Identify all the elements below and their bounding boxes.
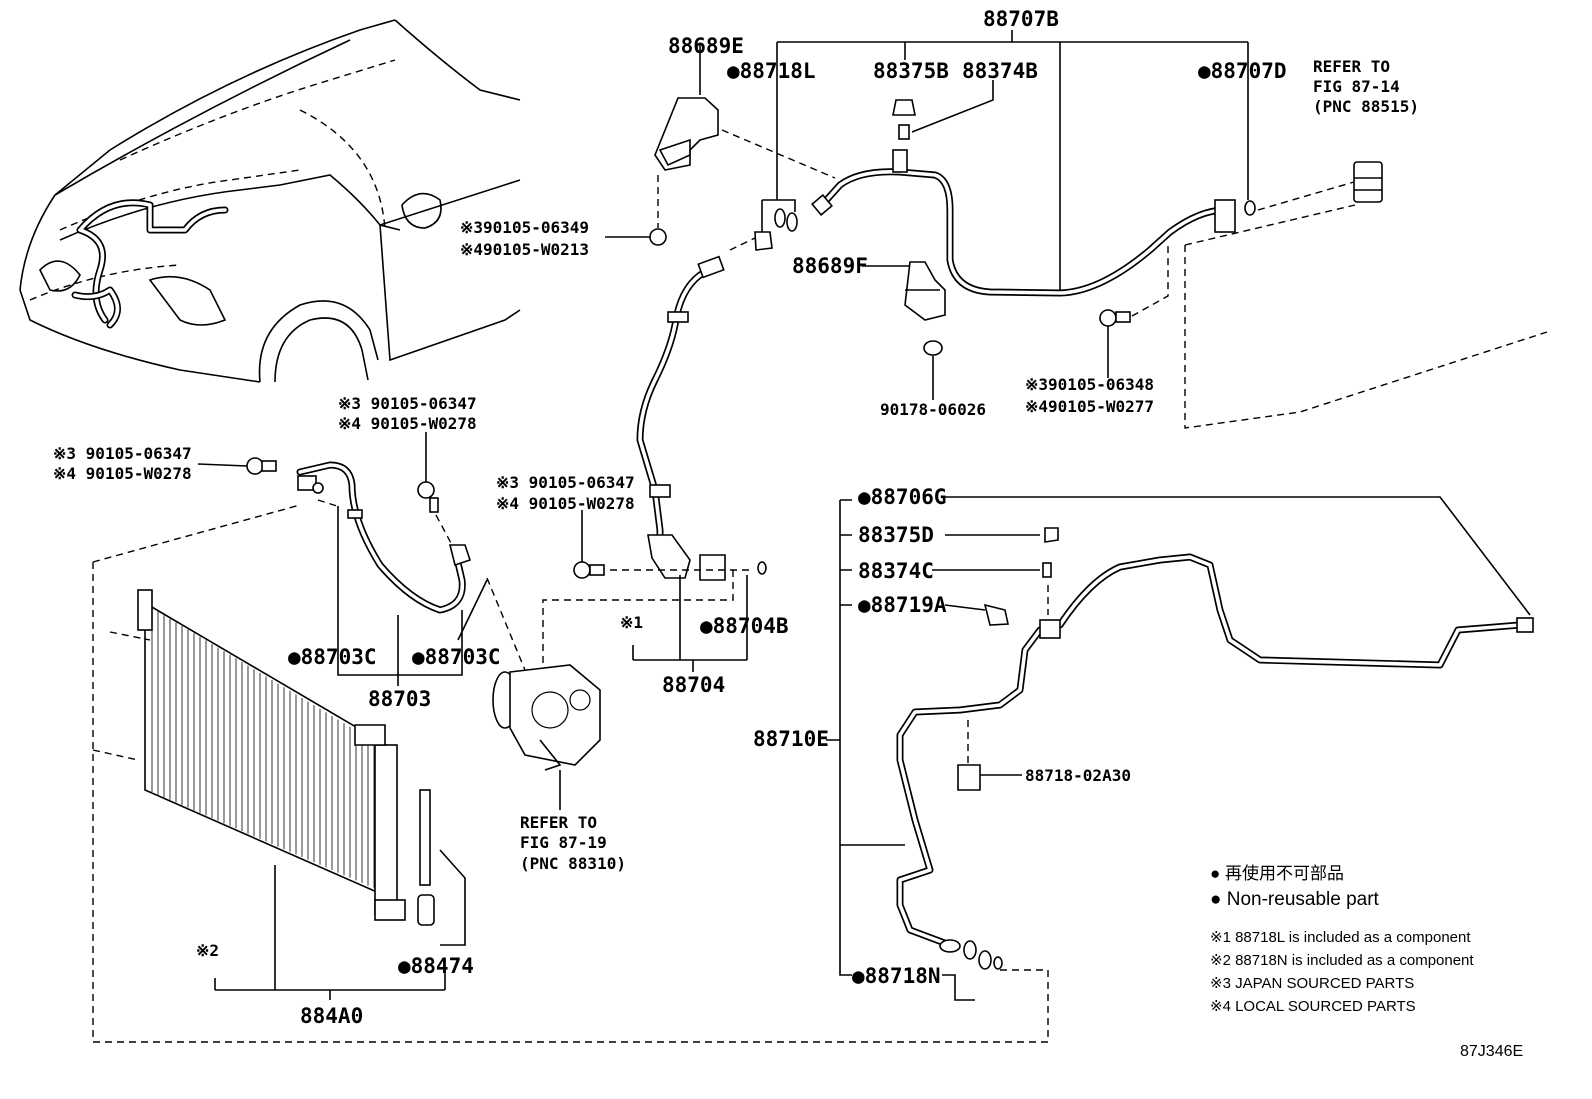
bolt-mid-b-jp: ※3 90105-06347 <box>496 473 635 492</box>
label-88689f: 88689F <box>792 254 868 278</box>
hose-88704 <box>573 237 767 672</box>
o-rings-88718l <box>754 199 798 251</box>
label-88689e: 88689E <box>668 34 744 58</box>
bolt-top-right-local: ※490105-W0277 <box>1025 397 1154 416</box>
legend: ● 再使用不可部品 ● Non-reusable part ※1 88718L … <box>1210 863 1474 1015</box>
refer-87-14-line2: FIG 87-14 <box>1313 77 1400 96</box>
label-88718-02a30: 88718-02A30 <box>1025 766 1131 785</box>
label-884a0: 884A0 <box>300 1004 363 1028</box>
bracket-88689e <box>649 45 836 246</box>
label-88707b: 88707B <box>983 7 1059 31</box>
receiver-part <box>1184 161 1548 429</box>
hose-88703 <box>197 432 526 686</box>
label-88710e: 88710E <box>753 727 829 751</box>
refer-87-14-line1: REFER TO <box>1313 57 1390 76</box>
vehicle-illustration <box>19 19 521 383</box>
note-2-mark: ※2 <box>196 941 219 960</box>
label-88718n: ●88718N <box>852 964 941 988</box>
pipe-88707b <box>811 149 1256 356</box>
label-88706g: ●88706G <box>858 485 947 509</box>
refer-87-19-line3: (PNC 88310) <box>520 854 626 873</box>
label-88704b: ●88704B <box>700 614 789 638</box>
note-1-mark: ※1 <box>620 613 643 632</box>
legend-note-3: ※3 JAPAN SOURCED PARTS <box>1210 975 1414 992</box>
label-88718l: ●88718L <box>727 59 816 83</box>
figure-id: 87J346E <box>1460 1043 1523 1060</box>
label-88703c-right: ●88703C <box>412 645 501 669</box>
condenser-884a0 <box>92 504 1049 1043</box>
legend-note-1: ※1 88718L is included as a component <box>1210 929 1471 946</box>
pipe-88710e <box>826 496 1534 1001</box>
compressor <box>492 570 734 810</box>
label-88474: ●88474 <box>398 954 474 978</box>
label-88375b: 88375B <box>873 59 949 83</box>
fittings-88375b-88374b <box>892 80 994 140</box>
legend-non-reusable-en: ● Non-reusable part <box>1210 889 1380 910</box>
refer-87-14-line3: (PNC 88515) <box>1313 97 1419 116</box>
bolt-top-right <box>1099 245 1169 378</box>
label-88704: 88704 <box>662 673 725 697</box>
label-88707d: ●88707D <box>1198 59 1287 83</box>
label-88374b: 88374B <box>962 59 1038 83</box>
bolt-top-left-local: ※490105-W0213 <box>460 240 589 259</box>
label-88375d: 88375D <box>858 523 934 547</box>
refer-87-19-line2: FIG 87-19 <box>520 833 607 852</box>
refer-87-19-line1: REFER TO <box>520 813 597 832</box>
bolt-mid-a-jp: ※3 90105-06347 <box>338 394 477 413</box>
bolt-mid-b-local: ※4 90105-W0278 <box>496 494 635 513</box>
label-88374c: 88374C <box>858 559 934 583</box>
label-88719a: ●88719A <box>858 593 947 617</box>
bolt-left-a-local: ※4 90105-W0278 <box>53 464 192 483</box>
label-90178-06026: 90178-06026 <box>880 400 986 419</box>
bolt-mid-a-local: ※4 90105-W0278 <box>338 414 477 433</box>
legend-note-2: ※2 88718N is included as a component <box>1210 952 1474 969</box>
label-88703: 88703 <box>368 687 431 711</box>
part-labels: 88707B 88689E ●88718L 88375B 88374B ●887… <box>53 7 1419 1028</box>
legend-non-reusable-jp: ● 再使用不可部品 <box>1210 863 1344 883</box>
bolt-top-left-jp: ※390105-06349 <box>460 218 589 237</box>
bolt-top-right-jp: ※390105-06348 <box>1025 375 1154 394</box>
bolt-left-a-jp: ※3 90105-06347 <box>53 444 192 463</box>
leader-lines-88707b <box>776 30 1249 290</box>
label-88703c-left: ●88703C <box>288 645 377 669</box>
legend-note-4: ※4 LOCAL SOURCED PARTS <box>1210 998 1416 1015</box>
